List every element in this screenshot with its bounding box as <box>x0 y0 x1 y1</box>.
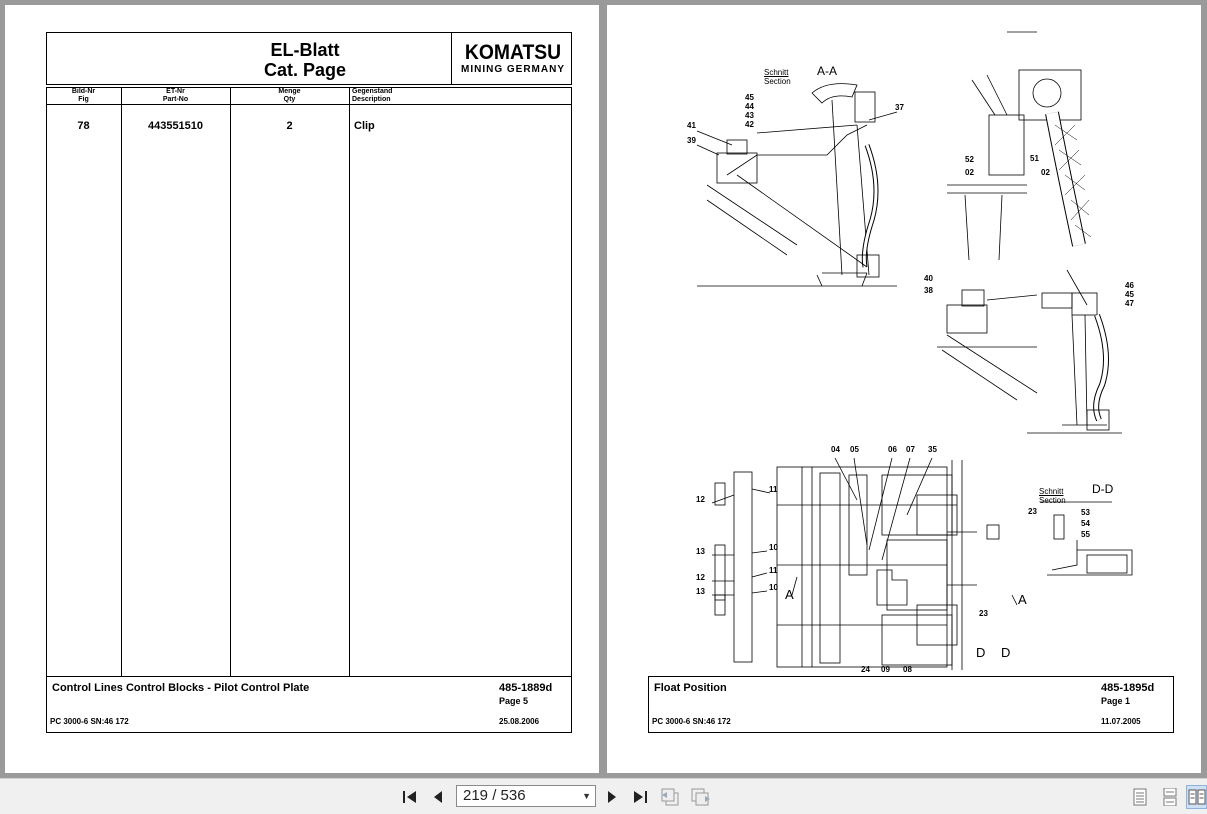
row-fig: 78 <box>77 120 90 132</box>
callout: 06 <box>888 445 897 454</box>
footer-title: Control Lines Control Blocks - Pilot Con… <box>52 682 310 694</box>
callout: 13 <box>696 587 705 596</box>
parts-table <box>46 87 572 677</box>
technical-drawing <box>696 31 1133 670</box>
two-page-icon <box>1188 789 1205 805</box>
callout: 40 <box>924 274 933 283</box>
single-page-view-button[interactable] <box>1130 788 1150 806</box>
callout: 04 <box>831 445 840 454</box>
machine-model: PC 3000-6 SN:46 172 <box>50 717 129 726</box>
previous-view-icon <box>661 788 679 806</box>
first-page-button[interactable] <box>400 788 420 806</box>
first-page-icon <box>403 791 416 803</box>
callout-group-top-left: 45 44 43 42 <box>745 93 754 129</box>
section-dd-label: Schnitt Section <box>1039 487 1066 505</box>
doc-number: 485-1889d <box>499 682 553 694</box>
callout: 12 <box>696 495 705 504</box>
next-view-icon <box>691 788 710 806</box>
callout: 07 <box>906 445 915 454</box>
callout: 05 <box>850 445 859 454</box>
callout: 09 <box>881 665 890 674</box>
callout-group-dd: 53 54 55 <box>1081 508 1090 539</box>
left-catalog-page: EL-Blatt Cat. Page KOMATSU MINING GERMAN… <box>5 5 599 773</box>
sheet-title: EL-Blatt Cat. Page <box>205 40 405 80</box>
callout: 41 <box>687 121 696 130</box>
row-qty: 2 <box>286 120 293 132</box>
sheet-date: 11.07.2005 <box>1101 717 1141 726</box>
page-number: Page 1 <box>1101 696 1131 706</box>
section-mark-a-right: A <box>1018 592 1027 607</box>
two-page-view-button[interactable] <box>1186 785 1207 809</box>
continuous-view-button[interactable] <box>1160 788 1180 806</box>
previous-view-button[interactable] <box>660 788 682 806</box>
single-page-icon <box>1133 788 1147 806</box>
callout: 11 <box>769 566 778 575</box>
next-page-icon <box>608 791 616 803</box>
section-mark-a-left: A <box>785 587 794 602</box>
viewer-toolbar: 219 / 536 ▼ <box>0 778 1207 814</box>
doc-number: 485-1895d <box>1101 682 1155 694</box>
footer-box <box>648 676 1174 733</box>
previous-page-icon <box>434 791 442 803</box>
callout: 10 <box>769 543 778 552</box>
callout: 12 <box>696 573 705 582</box>
last-page-button[interactable] <box>630 788 650 806</box>
callout: 11 <box>769 485 778 494</box>
callout: 51 <box>1030 154 1039 163</box>
section-dd-mark: D-D <box>1092 482 1114 496</box>
callout: 02 <box>1041 168 1050 177</box>
section-mark-d-left: D <box>976 645 986 660</box>
callout: 23 <box>979 609 988 618</box>
footer-title: Float Position <box>654 682 727 694</box>
callout: 38 <box>924 286 933 295</box>
callout: 39 <box>687 136 696 145</box>
callout: 35 <box>928 445 937 454</box>
sheet-date: 25.08.2006 <box>499 717 540 726</box>
section-aa-mark: A-A <box>817 64 838 78</box>
row-part-no: 443551510 <box>147 120 204 132</box>
chevron-down-icon: ▼ <box>582 791 591 801</box>
callout: 10 <box>769 583 778 592</box>
footer-box <box>46 676 572 733</box>
right-drawing-page: Schnitt Section A-A Schnitt Section D-D … <box>607 5 1201 773</box>
page-indicator-text: 219 / 536 <box>463 787 526 804</box>
continuous-page-icon <box>1163 788 1177 806</box>
previous-page-button[interactable] <box>430 788 446 806</box>
callout: 24 <box>861 665 870 674</box>
callout: 37 <box>895 103 904 112</box>
machine-model: PC 3000-6 SN:46 172 <box>652 717 731 726</box>
komatsu-logo: KOMATSU MINING GERMANY <box>461 41 565 75</box>
callout: 08 <box>903 665 912 674</box>
last-page-icon <box>634 791 647 803</box>
section-mark-d-right: D <box>1001 645 1011 660</box>
header-box <box>46 32 572 85</box>
next-view-button[interactable] <box>690 788 712 806</box>
page-number: Page 5 <box>499 696 529 706</box>
section-aa-label: Schnitt Section <box>764 68 791 86</box>
callout: 23 <box>1028 507 1037 516</box>
title-line-2: Cat. Page <box>263 60 347 80</box>
callout: 13 <box>696 547 705 556</box>
callout-group-mid-right: 46 45 47 <box>1125 281 1134 308</box>
title-line-1: EL-Blatt <box>270 40 340 60</box>
row-description: Clip <box>354 120 375 132</box>
next-page-button[interactable] <box>604 788 620 806</box>
page-number-select[interactable]: 219 / 536 ▼ <box>456 785 596 807</box>
callout: 52 <box>965 155 974 164</box>
callout: 02 <box>965 168 974 177</box>
